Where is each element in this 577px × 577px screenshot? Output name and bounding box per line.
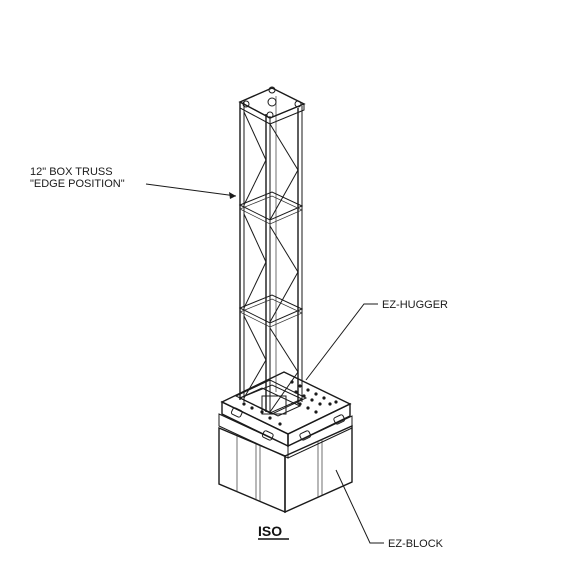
leader-lines (145, 183, 384, 544)
truss-lacing-right (269, 123, 299, 413)
block-callout: EZ-BLOCK (388, 538, 444, 550)
truss-lacing-left (243, 111, 267, 399)
truss-top-plate (238, 86, 306, 125)
bolt-holes (242, 380, 338, 426)
hugger-callout: EZ-HUGGER (382, 299, 448, 311)
truss-chords (239, 96, 303, 414)
truss-callout-line1: 12" BOX TRUSS (30, 166, 113, 178)
view-label-iso: ISO (258, 523, 282, 539)
box-truss-tower (234, 86, 308, 415)
ez-block (218, 424, 353, 514)
ez-hugger (218, 371, 353, 459)
truss-callout-line2: "EDGE POSITION" (30, 178, 125, 190)
